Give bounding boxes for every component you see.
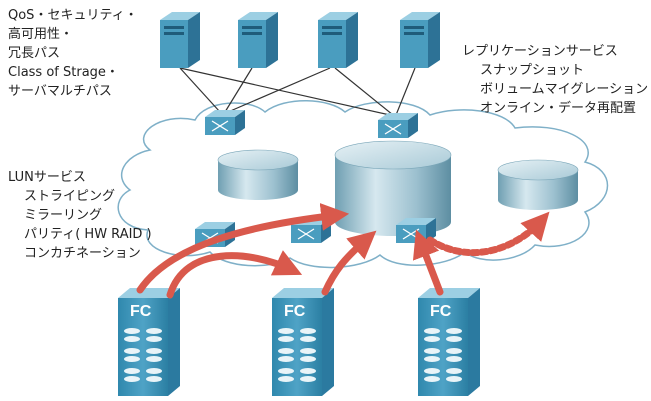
replication-item: スナップショット <box>480 63 585 78</box>
server-2 <box>238 12 278 68</box>
arrow-fc2-to-storage <box>321 230 377 296</box>
arrow-fc3-to-storage <box>412 229 444 296</box>
storage-volume-center <box>334 140 452 236</box>
lun-item: パリティ( HW RAID ) <box>24 227 152 242</box>
arrow-fc1-to-fc2 <box>166 250 303 299</box>
replication-item: オンライン・データ再配置 <box>480 101 637 116</box>
feature-list-left: QoS・セキュリティ・ 高可用性・ 冗長パス Class of Strage・ … <box>8 6 138 101</box>
data-flow-arrows <box>136 202 550 299</box>
feature-item: Class of Strage・ <box>8 65 119 80</box>
server-4 <box>400 12 440 68</box>
feature-item: サーバマルチパス <box>8 84 112 99</box>
fc-array-1-label: FC <box>130 303 152 320</box>
fc-switch-top-left <box>205 110 245 135</box>
lun-item: ミラーリング <box>24 208 103 223</box>
fc-array-1 <box>118 288 180 396</box>
arrow-storage-to-right-volume <box>426 211 550 257</box>
fc-switch-top-right <box>378 113 418 138</box>
storage-volume-left <box>217 149 299 200</box>
fc-array-2 <box>272 288 334 396</box>
feature-item: 高可用性・ <box>8 27 74 42</box>
fc-array-3 <box>418 288 480 396</box>
lun-services: LUNサービス ストライピング ミラーリング パリティ( HW RAID ) コ… <box>8 168 152 263</box>
fc-array-3-label: FC <box>430 303 452 320</box>
lun-title: LUNサービス <box>8 170 86 185</box>
replication-item: ボリュームマイグレーション <box>480 82 649 97</box>
arrow-fc1-to-center-storage <box>136 202 350 294</box>
server-3 <box>318 12 358 68</box>
storage-volume-right <box>497 159 579 210</box>
replication-services: レプリケーションサービス スナップショット ボリュームマイグレーション オンライ… <box>462 42 648 118</box>
server-1 <box>160 12 200 68</box>
fc-array-2-label: FC <box>284 303 306 320</box>
lun-item: ストライピング <box>24 189 116 204</box>
lun-item: コンカチネーション <box>24 246 141 261</box>
feature-item: 冗長パス <box>8 46 61 61</box>
replication-title: レプリケーションサービス <box>462 44 618 59</box>
feature-item: QoS・セキュリティ・ <box>8 8 138 23</box>
server-links <box>179 67 416 116</box>
